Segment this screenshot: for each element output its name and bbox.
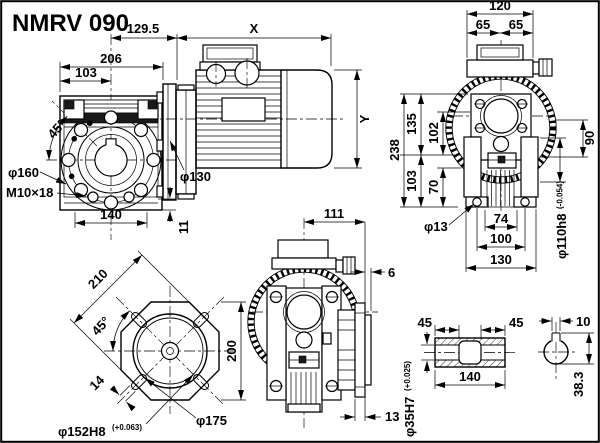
dim-38-3: 38.3 — [571, 372, 586, 397]
thread-m10x18: M10×18 — [6, 185, 53, 200]
dim-6: 6 — [388, 265, 395, 280]
dim-140-shaft: 140 — [459, 369, 481, 384]
dim-74: 74 — [494, 211, 509, 226]
shaft-end-view: 10 38.3 — [538, 314, 594, 397]
dim-90: 90 — [582, 131, 597, 145]
dim-102: 102 — [426, 122, 441, 144]
flange-dimensions: 210 45° 14 200 φ152H8 (+0.063) φ175 — [58, 250, 246, 439]
rear-view: 120 65 65 238 135 102 103 70 90 — [387, 0, 597, 272]
angle-45-flange: 45° — [89, 314, 113, 339]
dim-11: 11 — [176, 220, 191, 234]
front-view-with-motor: 206 103 129.5 X Y 45° φ160 M10×18 140 — [6, 21, 372, 240]
dim-120: 120 — [489, 0, 511, 13]
dia-152h8-tol: (+0.063) — [112, 423, 142, 432]
dim-111: 111 — [324, 206, 344, 221]
dim-y: Y — [357, 114, 372, 123]
dim-210: 210 — [85, 266, 111, 292]
dia-175: φ175 — [196, 413, 227, 428]
dia-130: φ130 — [180, 169, 211, 184]
dim-200: 200 — [224, 340, 239, 362]
dim-10: 10 — [576, 314, 590, 329]
flange-face-view: 210 45° 14 200 φ152H8 (+0.063) φ175 — [58, 250, 246, 439]
dim-135: 135 — [404, 113, 419, 135]
breather-plug — [335, 256, 356, 275]
motor-body — [195, 69, 333, 169]
dim-70: 70 — [426, 180, 441, 194]
dia-35h7-tol: (+0.025) — [403, 361, 412, 391]
shaft-section-dimensions: 45 45 140 φ35H7 (+0.025) — [402, 315, 523, 437]
dim-13: 13 — [385, 409, 399, 424]
flange-boss — [364, 314, 372, 386]
keyway-slot — [551, 332, 561, 342]
dim-238: 238 — [387, 139, 402, 161]
output-view-dimensions: 111 6 13 — [304, 206, 399, 424]
fan-cowl — [281, 69, 333, 169]
dim-100: 100 — [490, 231, 512, 246]
cable-gland — [532, 58, 553, 77]
face-bolt-holes — [269, 290, 339, 393]
hub-steps — [338, 319, 355, 381]
dim-103: 103 — [75, 65, 97, 80]
dia-110h8-tol: (-0.054) — [556, 181, 565, 209]
rib-lines — [290, 372, 317, 404]
dim-65-right: 65 — [509, 17, 523, 32]
drawing-title: NMRV 090 — [12, 10, 129, 37]
front-view-dimensions: 206 103 129.5 X Y 45° φ160 M10×18 140 — [6, 21, 372, 234]
foot-ribs — [483, 170, 519, 208]
dia-110h8: φ110h8 — [554, 214, 569, 259]
dia-13: φ13 — [424, 219, 448, 234]
dim-129-5: 129.5 — [127, 21, 160, 36]
dim-65-left: 65 — [476, 17, 490, 32]
dim-206: 206 — [100, 51, 122, 66]
dim-14: 14 — [86, 372, 107, 393]
dim-45-left: 45 — [418, 315, 432, 330]
dia-152h8: φ152H8 — [58, 424, 106, 439]
dim-103-rear: 103 — [404, 170, 419, 192]
shaft-end-dimensions: 10 38.3 — [539, 314, 594, 397]
motor-nameplate — [221, 97, 266, 122]
output-side-view: 111 6 13 — [247, 206, 399, 428]
dia-160: φ160 — [8, 165, 39, 180]
dim-45-right: 45 — [509, 315, 523, 330]
dim-140: 140 — [100, 207, 122, 222]
dim-x: X — [250, 21, 259, 36]
keyway-pocket — [458, 340, 482, 365]
dia-35h7: φ35H7 — [402, 397, 417, 437]
dim-130-rear: 130 — [490, 252, 512, 267]
rear-view-dimensions: 120 65 65 238 135 102 103 70 90 — [387, 0, 597, 272]
terminal-box — [199, 44, 261, 88]
output-flange-plate — [354, 302, 366, 398]
hollow-shaft-section: 45 45 140 φ35H7 (+0.025) — [402, 315, 523, 437]
